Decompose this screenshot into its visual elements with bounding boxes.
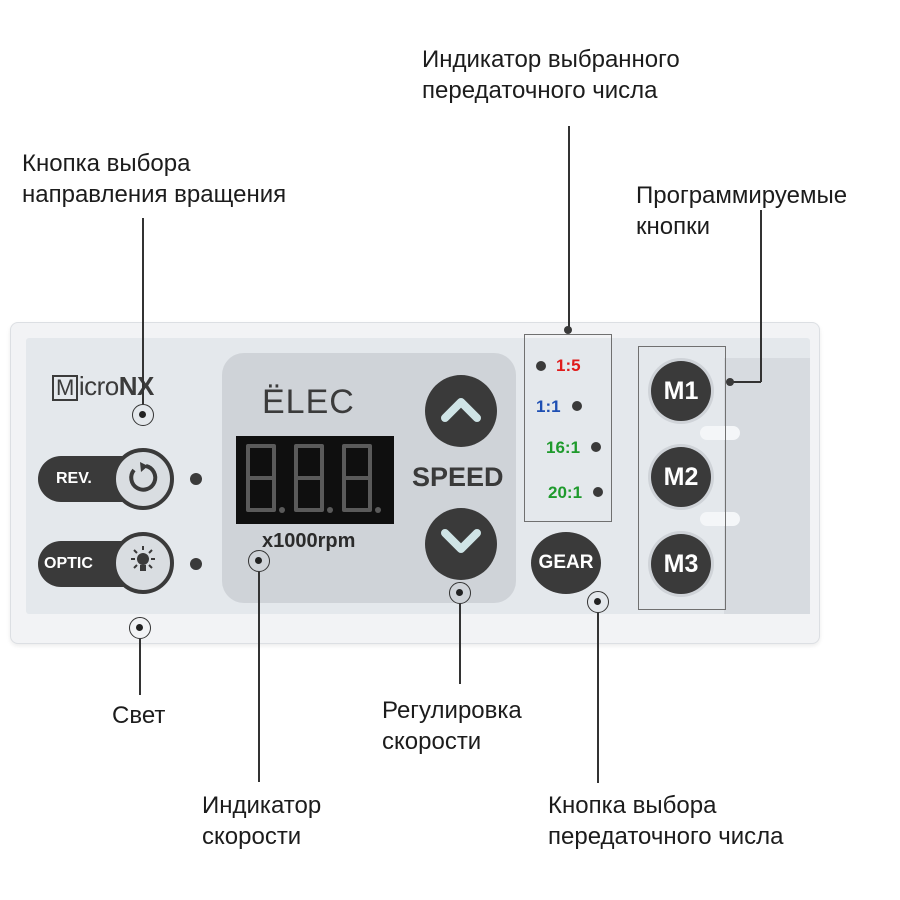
marker-speed-indicator: [248, 550, 270, 572]
speed-label: SPEED: [412, 462, 504, 492]
ratio-20-1: 20:1: [548, 483, 583, 502]
speed-up-button[interactable]: [425, 375, 497, 447]
rev-led: [190, 473, 202, 485]
m1-button[interactable]: M1: [651, 361, 711, 421]
display-unit-label: x1000rpm: [262, 530, 356, 552]
optic-led: [190, 558, 202, 570]
chevron-down-icon: [439, 527, 483, 562]
optic-button-label: OPTIC: [44, 555, 93, 572]
rotate-ccw-icon: [126, 460, 160, 499]
speed-down-button[interactable]: [425, 508, 497, 580]
panel-right-strip: [724, 358, 810, 614]
marker-rev: [132, 404, 154, 426]
leader-line: [142, 218, 144, 404]
marker-optic: [129, 617, 151, 639]
callout-speed-indicator: Индикатор скорости: [202, 792, 322, 850]
chevron-up-icon: [439, 394, 483, 429]
leader-line: [568, 126, 570, 332]
leader-line: [597, 613, 599, 783]
m2-button[interactable]: M2: [651, 447, 711, 507]
leader-line: [760, 210, 762, 382]
gear-led-1-1: [572, 401, 582, 411]
callout-rotation-button: Кнопка выбора направления вращения: [22, 150, 287, 208]
gear-led-20-1: [593, 487, 603, 497]
brand-logo-text: icro: [78, 371, 119, 401]
callout-gear-button: Кнопка выбора передаточного числа: [548, 792, 784, 850]
gear-led-1-5: [536, 361, 546, 371]
brand-logo-m: M: [52, 375, 78, 401]
marker-gear-button: [587, 591, 609, 613]
seven-segment-display: [236, 436, 394, 524]
leader-line: [459, 604, 461, 684]
lightbulb-icon: [126, 544, 160, 583]
m3-button[interactable]: M3: [651, 534, 711, 594]
rev-icon-button[interactable]: [112, 448, 174, 510]
callout-programmable-buttons: Программируемые кнопки: [636, 182, 848, 240]
brand-logo-nx: NX: [118, 371, 155, 401]
marker-speed-control: [449, 582, 471, 604]
ratio-1-1: 1:1: [536, 397, 561, 416]
ratio-16-1: 16:1: [546, 438, 581, 457]
gear-ratio-indicator: [524, 334, 612, 522]
gear-button[interactable]: GEAR: [531, 532, 601, 594]
panel-stripe: [700, 512, 740, 526]
callout-gear-indicator: Индикатор выбранного передаточного числа: [422, 46, 680, 104]
leader-dot: [564, 326, 572, 334]
ratio-1-5: 1:5: [556, 356, 581, 375]
optic-icon-button[interactable]: [112, 532, 174, 594]
leader-dot: [726, 378, 734, 386]
callout-speed-control: Регулировка скорости: [382, 697, 522, 755]
elec-logo: ËLEC: [262, 383, 355, 421]
callout-light: Свет: [112, 702, 166, 729]
leader-line: [258, 572, 260, 782]
panel-stripe: [700, 426, 740, 440]
segment-digits: [246, 444, 381, 513]
programmable-buttons-group: [638, 346, 726, 610]
leader-line: [139, 639, 141, 695]
gear-led-16-1: [591, 442, 601, 452]
leader-line: [728, 381, 761, 383]
rev-button-label: REV.: [56, 470, 92, 487]
